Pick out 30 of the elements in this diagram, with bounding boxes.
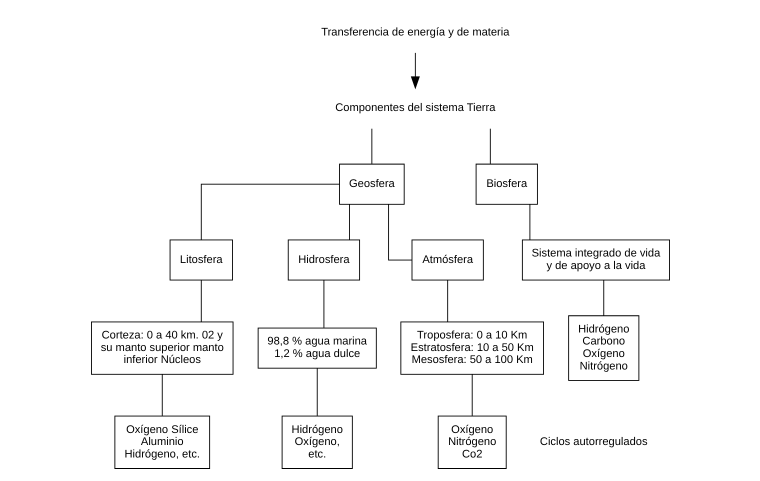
connector <box>602 280 604 316</box>
arrow <box>410 52 420 90</box>
node-box: Atmósfera <box>411 240 484 281</box>
connector <box>528 204 530 240</box>
connector <box>200 184 340 240</box>
connector <box>471 374 472 416</box>
connector <box>370 128 372 164</box>
node-box: Hidrógeno Oxígeno, etc. <box>281 416 352 469</box>
connector <box>489 128 490 164</box>
node-box: Biosfera <box>475 164 538 205</box>
connector <box>316 368 318 416</box>
node-box: Geosfera <box>338 164 404 205</box>
node-box: Corteza: 0 a 40 km. 02 y su manto superior manto inferior Núcleos <box>90 321 233 375</box>
node-text: Transferencia de energía y de materia <box>320 26 509 38</box>
node-text: Componentes del sistema Tierra <box>334 102 495 114</box>
connector <box>322 280 324 328</box>
node-box: 98,8 % agua marina 1,2 % agua dulce <box>257 328 376 369</box>
connector <box>446 280 448 322</box>
node-box: Sistema integrado de vida y de apoyo a la vida <box>521 240 670 281</box>
node-box: Oxígeno Nitrógeno Co2 <box>437 416 506 469</box>
connector <box>200 280 202 322</box>
connector <box>161 374 162 416</box>
node-box: Hidrosfera <box>287 240 360 281</box>
connector <box>348 204 350 240</box>
node-box: Troposfera: 0 a 10 Km Estratosfera: 10 a 50 Km Mesosfera: 50 a 100 Km <box>400 321 544 375</box>
node-box: Oxígeno Sílice Aluminio Hidrógeno, etc. <box>114 416 210 469</box>
node-box: Litosfera <box>169 240 232 281</box>
node-box: Hidrógeno Carbono Oxígeno Nitrógeno <box>568 315 639 381</box>
connector <box>388 204 412 260</box>
label: Ciclos autorregulados <box>539 436 648 448</box>
